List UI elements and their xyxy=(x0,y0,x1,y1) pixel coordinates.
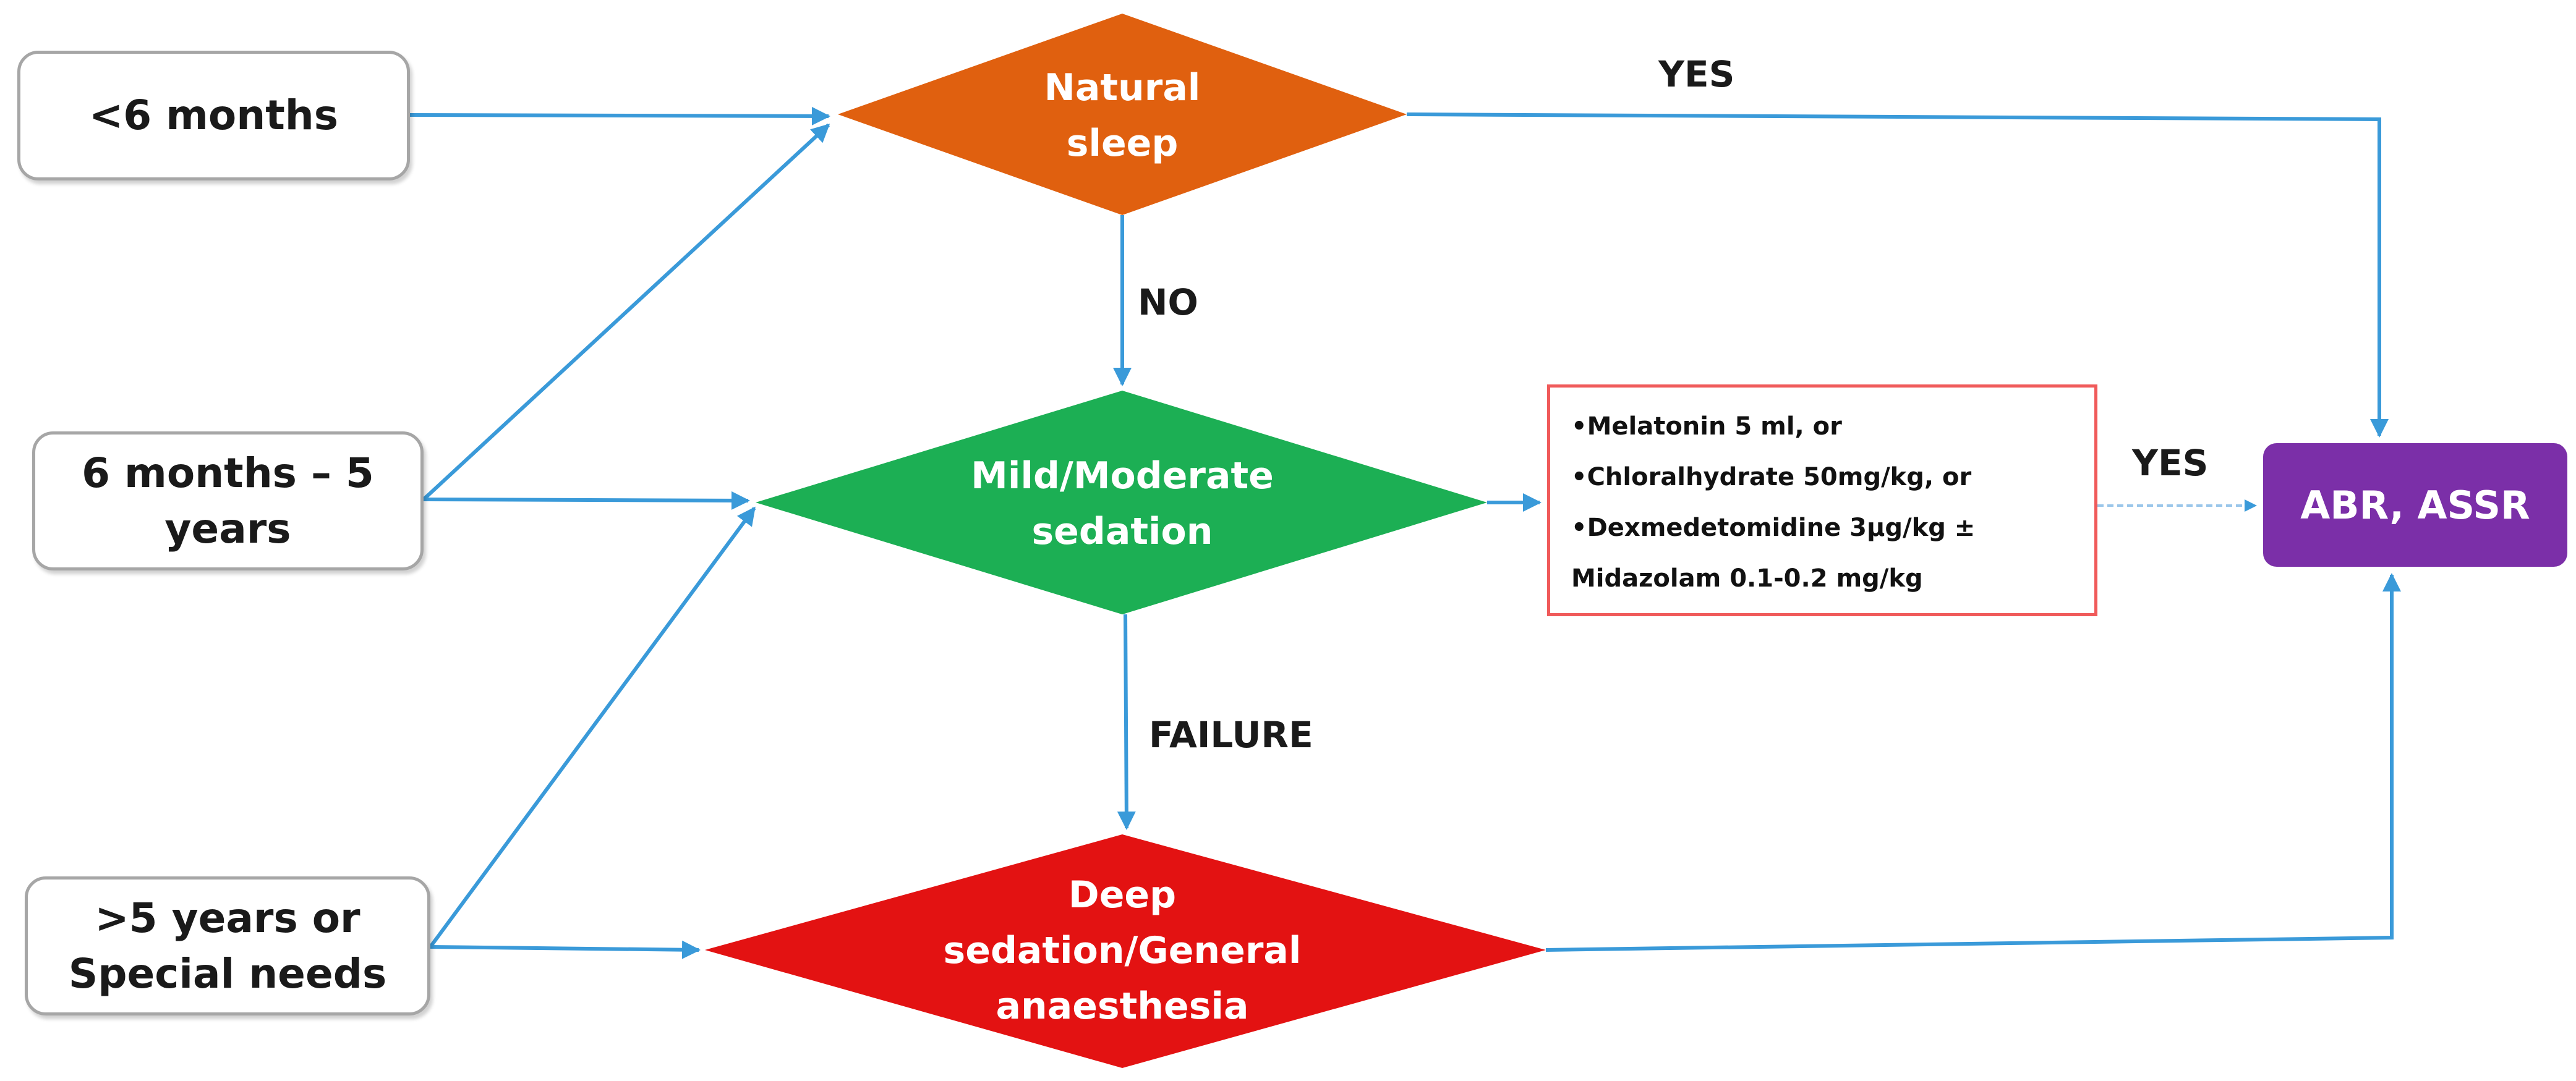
natural-sleep-diamond xyxy=(838,14,1407,215)
mild-moderate-sedation-label: Mild/Moderate sedation xyxy=(971,454,1274,553)
natural-sleep-label: Natural sleep xyxy=(1044,66,1201,165)
deep-sedation-diamond xyxy=(705,834,1546,1068)
arrow-over5-to-mild xyxy=(429,506,756,948)
arrow-6m5y-to-mild xyxy=(423,491,750,510)
arrow-natural-yes-to-result xyxy=(1406,112,2389,438)
drug-dexmedetomidine: •Dexmedetomidine 3µg/kg ± xyxy=(1571,514,1976,542)
sedation-failure-label: FAILURE xyxy=(1149,714,1313,756)
abr-assr-result-box: ABR, ASSR xyxy=(2263,443,2567,567)
arrow-under6-to-natural xyxy=(409,106,830,125)
arrow-6m5y-to-natural xyxy=(422,123,830,501)
natural-sleep-yes-label: YES xyxy=(1658,53,1735,95)
deep-sedation-general-anaesthesia-label: Deep sedation/General anaesthesia xyxy=(943,873,1302,1028)
natural-sleep-no-label: NO xyxy=(1138,281,1198,323)
mild-moderate-diamond xyxy=(756,391,1487,614)
arrow-over5-to-deep xyxy=(430,940,701,959)
drug-melatonin: •Melatonin 5 ml, or xyxy=(1571,412,1842,441)
drug-chloralhydrate: •Chloralhydrate 50mg/kg, or xyxy=(1571,463,1972,491)
age-6-months-5-years-box: 6 months – 5 years xyxy=(32,431,424,570)
age-over-5-special-needs-box: >5 years or Special needs xyxy=(25,876,430,1015)
age-under-6-months-box: <6 months xyxy=(17,51,410,180)
drugs-yes-label: YES xyxy=(2132,442,2209,484)
drug-midazolam: Midazolam 0.1-0.2 mg/kg xyxy=(1571,564,1923,593)
arrow-deep-to-result xyxy=(1545,573,2401,952)
arrow-mild-failure-to-deep xyxy=(1117,614,1136,830)
sedative-drug-options-box: •Melatonin 5 ml, or •Chloralhydrate 50mg… xyxy=(1547,384,2097,616)
